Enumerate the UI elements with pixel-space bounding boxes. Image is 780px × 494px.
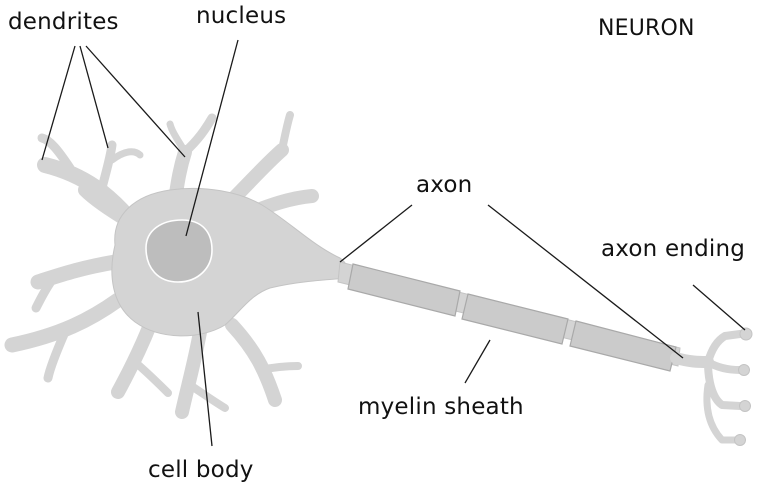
leader-lines <box>41 39 746 447</box>
label-myelin-sheath: myelin sheath <box>358 394 524 420</box>
leader-myelin-sheath <box>464 339 491 384</box>
terminal-bouton <box>739 327 753 341</box>
leader-axon-2 <box>487 204 684 359</box>
leader-cell-body <box>197 311 213 447</box>
myelin-segments <box>347 263 677 372</box>
leader-dendrites-3 <box>85 45 186 158</box>
label-nucleus: nucleus <box>196 3 287 29</box>
label-dendrites: dendrites <box>8 9 119 35</box>
leader-dendrites-1 <box>41 45 76 161</box>
leader-nucleus <box>185 39 239 237</box>
label-axon: axon <box>416 172 473 198</box>
axon-terminals <box>670 327 753 446</box>
terminal-bouton <box>738 364 750 376</box>
terminal-bouton <box>734 434 746 446</box>
nucleus-shape <box>145 219 213 283</box>
leader-axon-ending <box>692 284 746 331</box>
label-cell-body: cell body <box>148 457 254 483</box>
diagram-title: NEURON <box>598 16 695 41</box>
label-axon-ending: axon ending <box>601 236 746 262</box>
terminal-bouton <box>739 400 751 412</box>
leader-axon-1 <box>339 204 413 263</box>
leader-dendrites-2 <box>79 45 109 149</box>
